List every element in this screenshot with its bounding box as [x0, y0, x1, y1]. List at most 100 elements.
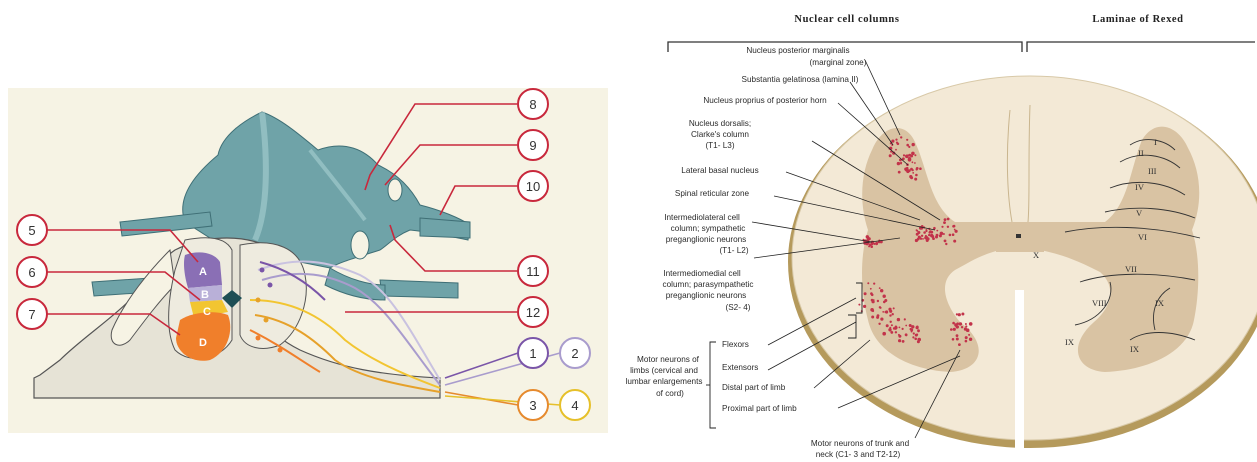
- neuron-dot: [956, 338, 959, 341]
- label-iml-1: Intermediolateral cell: [664, 213, 740, 222]
- neuron-dot: [890, 331, 893, 334]
- neuron-dot: [911, 331, 913, 333]
- label-dorsalis-3: (T1- L3): [705, 141, 734, 150]
- callout-2: 2: [560, 338, 590, 368]
- neuron-dot: [879, 307, 881, 309]
- callout-text: 12: [526, 305, 540, 320]
- neuron-dot: [897, 162, 900, 165]
- neuron-dot: [943, 221, 946, 224]
- neuron-dot: [961, 326, 963, 328]
- label-trunk-2: neck (C1- 3 and T2-12): [816, 450, 901, 459]
- neuron-dot: [906, 167, 908, 169]
- neuron-dot: [910, 328, 912, 330]
- neuron-dot: [873, 299, 875, 301]
- neuron-dot: [875, 243, 877, 245]
- neuron-dot: [912, 336, 914, 338]
- neuron-dot: [906, 144, 909, 147]
- neuron-dot: [896, 142, 898, 144]
- callout-6: 6: [17, 257, 47, 287]
- callout-4: 4: [560, 390, 590, 420]
- neuron-dot: [898, 339, 901, 342]
- lamina-ii: II: [1138, 148, 1144, 158]
- neuron-dot: [953, 328, 956, 331]
- neuron-dot: [871, 316, 874, 319]
- neuron-dot: [889, 314, 891, 316]
- neuron-dot: [950, 328, 953, 331]
- neuron-dot: [873, 243, 875, 245]
- callout-1: 1: [518, 338, 548, 368]
- callout-10: 10: [518, 171, 548, 201]
- callout-text: 11: [526, 264, 540, 279]
- callout-text: 2: [571, 346, 578, 361]
- label-motor-limbs-4: of cord): [656, 389, 684, 398]
- neuron-dot: [955, 230, 957, 232]
- neuron-dot: [916, 167, 919, 170]
- neuron-dot: [928, 234, 930, 236]
- label-extensors: Extensors: [722, 363, 758, 372]
- label-marginalis-1: Nucleus posterior marginalis: [746, 46, 849, 55]
- neuron-dot: [914, 162, 916, 164]
- callout-text: 5: [28, 223, 35, 238]
- neuron-dot: [898, 335, 901, 338]
- label-trunk-1: Motor neurons of trunk and: [811, 439, 910, 448]
- neuron-dot: [868, 237, 871, 240]
- neuron-dot: [965, 336, 968, 339]
- callout-text: 7: [28, 307, 35, 322]
- lamina-ix-upper: IX: [1155, 298, 1164, 308]
- neuron-dot: [895, 139, 897, 141]
- neuron-dot: [936, 230, 938, 232]
- neuron-dot: [902, 328, 904, 330]
- neuron-dot: [900, 163, 902, 165]
- label-iml-2: column; sympathetic: [671, 224, 746, 233]
- neuron-dot: [911, 152, 915, 156]
- neuron-dot: [956, 325, 959, 328]
- neuron-dot: [916, 326, 919, 329]
- label-flexors: Flexors: [722, 340, 749, 349]
- neuron-dot: [879, 287, 881, 289]
- neuron-dot: [915, 239, 918, 242]
- neuron-dot: [944, 240, 947, 243]
- neuron-dot: [908, 169, 911, 172]
- neuron-dot: [880, 318, 883, 321]
- label-imm-4: (S2- 4): [725, 303, 750, 312]
- callout-text: 9: [529, 138, 536, 153]
- neuron-dot: [877, 300, 879, 302]
- neuron-dot: [969, 338, 972, 341]
- callout-text: 6: [28, 265, 35, 280]
- neuron-dot: [916, 229, 918, 231]
- callout-5: 5: [17, 215, 47, 245]
- neuron-dot: [949, 234, 952, 237]
- neuron-dot: [903, 154, 905, 156]
- header-nuclear-cell-columns: Nuclear cell columns: [794, 14, 899, 25]
- label-dorsalis-1: Nucleus dorsalis;: [689, 119, 751, 128]
- neuron-dot: [898, 171, 901, 174]
- label-proximal: Proximal part of limb: [722, 404, 797, 413]
- neuron-dot: [888, 308, 891, 311]
- neuron-dot: [933, 227, 936, 230]
- label-lateral-basal: Lateral basal nucleus: [681, 166, 758, 175]
- neuron-dot: [920, 238, 922, 240]
- callout-12: 12: [518, 297, 548, 327]
- neuron-dot: [953, 240, 956, 243]
- callout-11: 11: [518, 256, 548, 286]
- callout-9: 9: [518, 130, 548, 160]
- neuron-dot: [914, 338, 917, 341]
- neuron-dot: [954, 229, 956, 231]
- neuron-dot: [912, 172, 914, 174]
- neuron-dot: [870, 288, 872, 290]
- neuron-dot: [884, 299, 887, 302]
- neuron-dot: [886, 324, 889, 327]
- neuron-dot: [884, 311, 886, 313]
- callout-text: 3: [529, 398, 536, 413]
- lamina-vi: VI: [1138, 232, 1147, 242]
- neuron-dot: [958, 313, 961, 316]
- neuron-dot: [952, 338, 955, 341]
- label-dorsalis-2: Clarke's column: [691, 130, 749, 139]
- neuron-dot: [905, 325, 907, 327]
- neuron-dot: [863, 305, 866, 308]
- neuron-dot: [961, 313, 964, 316]
- neuron-dot: [858, 304, 860, 306]
- neuron-dot: [917, 329, 920, 332]
- neuron-dot: [965, 323, 967, 325]
- neuron-dot: [917, 340, 920, 343]
